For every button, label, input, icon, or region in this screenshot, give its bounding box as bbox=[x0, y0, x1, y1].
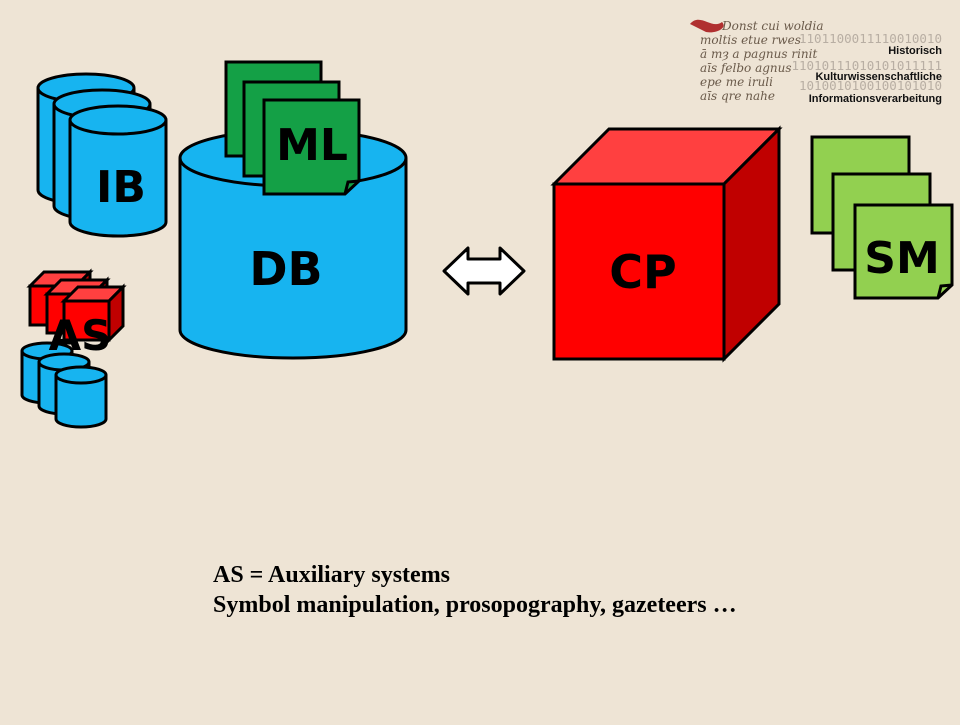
as-label: AS bbox=[49, 311, 112, 360]
database-cylinder-icon bbox=[68, 104, 168, 238]
db-label: DB bbox=[249, 242, 322, 296]
ml-label: ML bbox=[276, 120, 348, 171]
as-cube-stack bbox=[26, 268, 127, 344]
logo-text-informationsverarbeitung: Informationsverarbeitung bbox=[809, 93, 942, 105]
logo-script-line: epe me iruli bbox=[700, 75, 773, 89]
cp-cube bbox=[550, 125, 783, 363]
ib-label: IB bbox=[96, 162, 146, 213]
logo-script-line: Donst cui woldia bbox=[721, 19, 823, 33]
document-icon bbox=[262, 98, 361, 196]
logo-text-kulturwissenschaftliche: Kulturwissenschaftliche bbox=[815, 71, 942, 83]
double-arrow-icon bbox=[442, 246, 526, 296]
as-cylinder-stack bbox=[20, 341, 108, 429]
document-fold-icon bbox=[343, 179, 360, 195]
document-icon bbox=[853, 203, 954, 300]
database-cylinder-icon bbox=[54, 365, 108, 429]
logo-binary-line: 1010010100100101010 bbox=[799, 78, 942, 93]
ml-document-stack bbox=[224, 60, 361, 196]
sm-label: SM bbox=[864, 233, 939, 284]
caption-line-examples: Symbol manipulation, prosopography, gaze… bbox=[213, 592, 737, 618]
logo-binary-line: 1101100011110010010 bbox=[799, 31, 942, 46]
logo-script-line: ā mȝ a pagnus rinit bbox=[700, 47, 817, 61]
ib-cylinder-stack bbox=[36, 72, 168, 238]
logo-dragon-icon bbox=[690, 19, 724, 33]
cube-icon bbox=[60, 283, 127, 344]
hki-logo: Donst cui woldia moltis etue rwes ā mȝ a… bbox=[690, 19, 942, 105]
logo-text-historisch: Historisch bbox=[888, 45, 942, 57]
logo-script-line: moltis etue rwes bbox=[700, 33, 801, 47]
sm-document-stack bbox=[810, 135, 954, 300]
caption-line-auxiliary: AS = Auxiliary systems bbox=[213, 562, 451, 588]
caption: AS = Auxiliary systems Symbol manipulati… bbox=[213, 560, 933, 620]
document-fold-icon bbox=[936, 283, 953, 299]
logo-script-line: aīs felbo agnus bbox=[700, 61, 792, 75]
logo-script-line: aīs qre nahe bbox=[700, 89, 775, 103]
logo-binary-line: 11010111010101011111 bbox=[791, 58, 942, 73]
cp-label: CP bbox=[609, 245, 676, 299]
